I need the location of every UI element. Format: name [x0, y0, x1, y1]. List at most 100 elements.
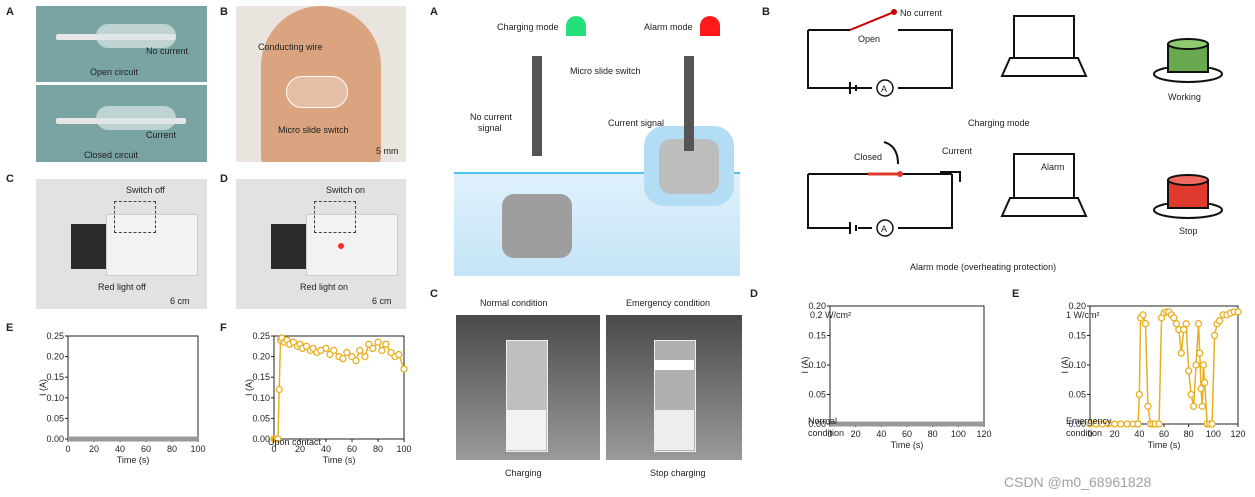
label-working: Working: [1168, 92, 1201, 102]
y-axis-label: I (A): [244, 379, 254, 396]
panel-label-e-left: E: [6, 322, 14, 334]
x-tick-label: 40: [321, 444, 331, 454]
x-tick-label: 20: [295, 444, 305, 454]
sponge-normal: [502, 194, 572, 258]
label-no-current-right: No current: [900, 8, 943, 18]
data-point: [1111, 420, 1119, 428]
x-axis-label: Time (s): [891, 440, 924, 450]
data-point: [356, 346, 364, 355]
panel-label-d-right: D: [750, 288, 758, 300]
x-tick-label: 40: [115, 444, 125, 454]
label-scale-b: 5 mm: [376, 146, 399, 156]
x-axis-label: Time (s): [323, 455, 356, 465]
label-closed-circuit: Closed circuit: [84, 150, 139, 160]
x-tick-label: 40: [876, 429, 886, 439]
y-tick-label: 0.20: [808, 301, 826, 311]
y-tick-label: 0.10: [252, 393, 270, 403]
data-point: [275, 385, 283, 394]
data-point: [1197, 384, 1205, 393]
y-tick-label: 0.05: [46, 413, 64, 423]
data-point: [1141, 320, 1150, 328]
y-tick-label: 0.10: [46, 393, 64, 403]
red-alarm-icon: [700, 16, 720, 36]
data-point: [1208, 420, 1216, 428]
label-current-signal: Current signal: [608, 118, 665, 128]
label-current-right: Current: [942, 146, 973, 156]
label-micro-slide-switch: Micro slide switch: [570, 66, 641, 76]
data-point: [1172, 320, 1180, 328]
x-tick-label: 100: [1206, 429, 1221, 439]
x-tick-label: 120: [1230, 429, 1245, 439]
data-point: [1201, 379, 1209, 387]
label-charging-mode-right: Charging mode: [968, 118, 1030, 128]
x-axis-label: Time (s): [1148, 440, 1181, 450]
data-point: [1177, 349, 1185, 357]
data-point: [322, 344, 330, 353]
data-point: [1117, 420, 1125, 428]
y-tick-label: 0.05: [252, 413, 270, 423]
photo-open-closed-circuit: [36, 6, 207, 162]
x-tick-label: 40: [1134, 429, 1144, 439]
x-tick-label: 80: [1184, 429, 1194, 439]
label-stop-charging: Stop charging: [650, 468, 706, 478]
label-conducting-wire: Conducting wire: [258, 42, 323, 52]
data-point: [361, 352, 369, 361]
label-normal-condition: Normal condition: [480, 298, 548, 308]
y-axis-label: I (A): [38, 379, 48, 396]
x-tick-label: 100: [396, 444, 411, 454]
panel-label-b: B: [220, 6, 228, 18]
data-point: [1182, 320, 1190, 328]
panel-label-a-mid: A: [430, 6, 438, 18]
label-charging-mode: Charging mode: [497, 22, 559, 32]
label-alarm: Alarm: [1041, 162, 1065, 172]
label-no-current: No current: [146, 46, 189, 56]
y-tick-label: 0.00: [808, 419, 826, 429]
data-point: [369, 344, 377, 353]
data-point: [330, 346, 338, 355]
data-point: [339, 355, 347, 363]
data-point: [1199, 361, 1208, 369]
x-tick-label: 60: [1159, 429, 1169, 439]
data-point: [1234, 308, 1242, 316]
panel-label-a: A: [6, 6, 14, 18]
y-tick-label: 0.20: [252, 352, 270, 362]
annotation-condition-e: condition: [1066, 428, 1103, 438]
data-point: [374, 338, 382, 346]
y-tick-label: 0.15: [46, 372, 64, 382]
label-closed: Closed: [854, 152, 883, 162]
data-point: [1139, 311, 1147, 319]
data-point: [1135, 390, 1143, 399]
x-tick-label: 20: [851, 429, 861, 439]
y-tick-label: 0.25: [252, 331, 270, 341]
label-no-current-1: No current: [470, 112, 513, 122]
panel-label-b-right: B: [762, 6, 770, 18]
x-tick-label: 60: [902, 429, 912, 439]
x-tick-label: 0: [1087, 429, 1092, 439]
y-axis-label: I (A): [1060, 356, 1070, 373]
label-micro-slide-switch-b: Micro slide switch: [278, 125, 349, 135]
data-point: [1185, 367, 1193, 375]
data-point: [1210, 331, 1219, 340]
x-tick-label: 0: [65, 444, 70, 454]
meter-label-top: A: [881, 84, 888, 94]
label-alarm-mode-right: Alarm mode (overheating protection): [910, 262, 1057, 272]
series-line: [1090, 311, 1238, 425]
data-point: [1215, 317, 1224, 325]
data-point: [1180, 325, 1188, 334]
y-axis-label: I (A): [800, 356, 810, 373]
plot-frame: [273, 335, 405, 440]
label-scale-c: 6 cm: [170, 296, 190, 306]
label-open: Open: [858, 34, 881, 44]
data-point: [343, 348, 351, 357]
label-open-circuit: Open circuit: [90, 67, 139, 77]
y-tick-label: 0.10: [1068, 360, 1086, 370]
x-tick-label: 120: [976, 429, 991, 439]
y-tick-label: 0.25: [46, 331, 64, 341]
panel-label-c: C: [6, 173, 14, 185]
panel-label-c-mid: C: [430, 288, 438, 300]
x-tick-label: 60: [347, 444, 357, 454]
x-axis-label: Time (s): [117, 455, 150, 465]
y-tick-label: 0.15: [808, 331, 826, 341]
x-tick-label: 20: [1110, 429, 1120, 439]
photo-emergency-vial: [606, 315, 742, 460]
